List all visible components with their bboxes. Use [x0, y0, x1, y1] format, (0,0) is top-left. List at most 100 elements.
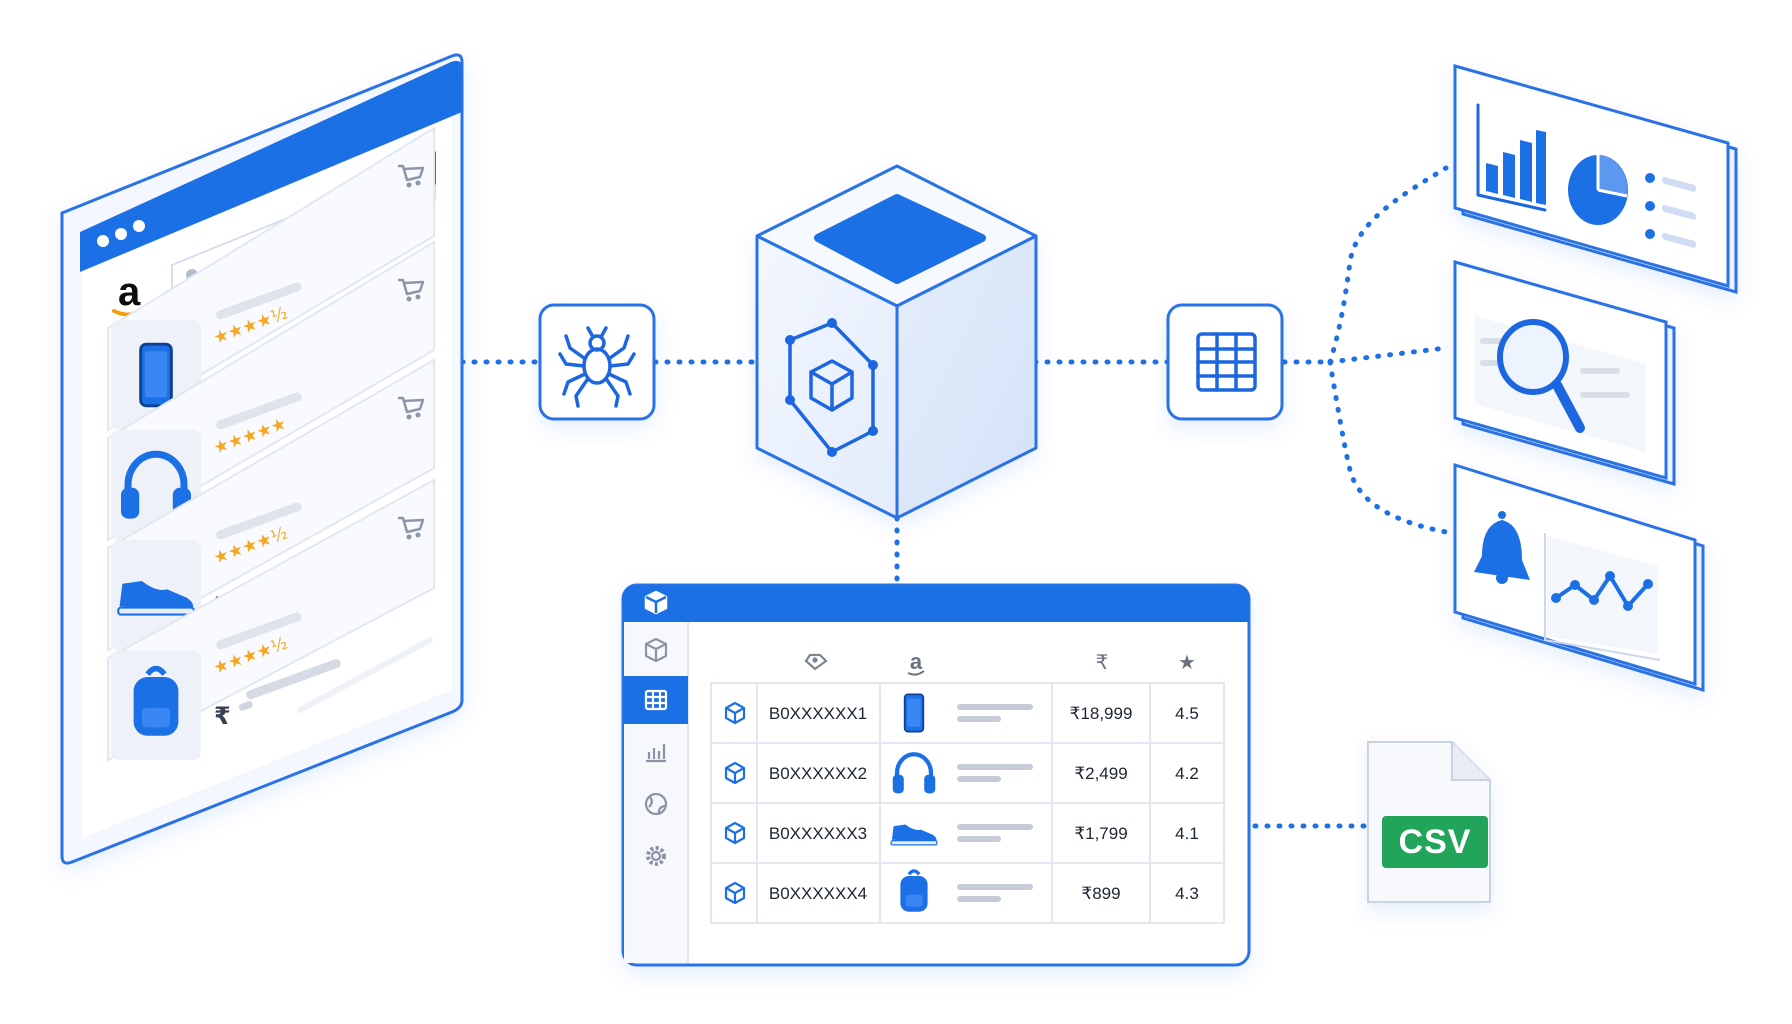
gear-teeth [646, 846, 666, 866]
table-grid-icon [1196, 332, 1257, 392]
bell-icon [1474, 511, 1530, 584]
table-icon [644, 689, 668, 711]
pie-chart-icon [1568, 155, 1628, 225]
analytics-card[interactable] [1453, 64, 1738, 294]
cart-icon[interactable] [398, 396, 425, 420]
sidebar-item[interactable] [624, 676, 688, 724]
globe-land [648, 796, 666, 815]
crawler-node[interactable] [538, 303, 656, 421]
app-cube-icon [644, 590, 668, 615]
bar-chart-icon [646, 744, 666, 763]
asin-cell: B0XXXXXX4 [769, 884, 867, 903]
headphones-left-cup [892, 774, 904, 794]
headphones-right-cup [924, 774, 936, 794]
product-name-line [957, 884, 1033, 890]
cart-icon[interactable] [398, 516, 425, 540]
cube-outline [724, 701, 746, 725]
cart-wheel [406, 414, 412, 420]
cart-body [398, 278, 425, 296]
sneaker-icon [119, 581, 194, 609]
amazon-a-icon: a [910, 649, 923, 674]
gear-icon [646, 846, 666, 866]
sneaker-icon [891, 824, 937, 842]
csv-file[interactable]: CSV [1367, 741, 1491, 903]
window-dot-1 [97, 235, 109, 247]
asin-cell: B0XXXXXX2 [769, 764, 867, 783]
product-sub-line [957, 836, 1001, 842]
structured-data-node[interactable] [1166, 303, 1284, 421]
list-icon [1645, 173, 1696, 248]
sneaker-sole [117, 606, 195, 616]
cube-outline [724, 761, 746, 785]
rating-cell: 4.3 [1175, 884, 1199, 903]
table-header-row: a₹★ [804, 649, 1196, 676]
cube-outline [724, 881, 746, 905]
cart-body [398, 516, 425, 534]
browser-title-bar [80, 60, 462, 272]
cart-wheel [406, 296, 412, 302]
cart-icon[interactable] [398, 164, 425, 188]
product-list: ★★★★½₹★★★★★₹★★★★½₹★★★★½₹ [107, 126, 435, 762]
price-cell: ₹899 [1081, 884, 1120, 903]
backpack-pocket [142, 707, 170, 728]
bar-chart-bars [1486, 130, 1546, 205]
headphones-left-cup [121, 487, 140, 519]
tag-hole [812, 657, 818, 663]
smartphone-screen [144, 351, 168, 398]
table-window-header [623, 585, 1249, 622]
rating-cell: 4.2 [1175, 764, 1199, 783]
row-cube-icon [724, 881, 746, 905]
price-cell: ₹18,999 [1070, 704, 1133, 723]
csv-label: CSV [1399, 823, 1472, 861]
price-cell: ₹1,799 [1074, 824, 1127, 843]
window-dot-2 [115, 228, 127, 240]
cart-wheel [415, 532, 421, 538]
bars [646, 744, 666, 763]
processing-cube[interactable] [755, 164, 1038, 520]
store-logo: a [118, 270, 141, 314]
sidebar-item[interactable] [644, 637, 668, 663]
product-sub-line [957, 716, 1001, 722]
price-currency: ₹ [214, 702, 231, 730]
backpack-pocket [905, 894, 923, 907]
table-sidebar [624, 622, 688, 963]
row-cube-icon [724, 701, 746, 725]
row-cube-icon [724, 821, 746, 845]
sidebar-item[interactable] [644, 792, 668, 816]
amazon-smile [907, 670, 925, 676]
search-card[interactable] [1453, 260, 1676, 486]
product-sub-line [957, 776, 1001, 782]
cart-wheel [406, 182, 412, 188]
tag-icon [804, 653, 828, 671]
globe-circle [644, 792, 668, 816]
smartphone-screen [907, 698, 921, 727]
cube-icon [644, 637, 668, 663]
product-sub-line [957, 896, 1001, 902]
product-name-line [957, 704, 1033, 710]
sidebar-item[interactable] [646, 744, 666, 763]
cart-icon[interactable] [398, 278, 425, 302]
asin-cell: B0XXXXXX3 [769, 824, 867, 843]
magnifier-icon [1497, 319, 1585, 433]
cart-wheel [415, 294, 421, 300]
connectors [459, 165, 1449, 829]
tag-shape [804, 653, 828, 671]
sidebar-item[interactable] [646, 846, 666, 866]
product-title-line [216, 392, 302, 430]
table-lines [646, 691, 666, 709]
cube-outline [724, 821, 746, 845]
cube-hexagon-icon [785, 318, 878, 457]
cart-wheel [415, 180, 421, 186]
rating-cell: 4.5 [1175, 704, 1199, 723]
product-title-line [216, 612, 302, 650]
product-card[interactable]: ★★★★½₹ [107, 478, 435, 762]
rupee-icon: ₹ [1096, 650, 1109, 674]
product-name-line [957, 764, 1033, 770]
alerts-card[interactable] [1453, 462, 1705, 693]
product-title-line [216, 282, 302, 320]
table-row[interactable]: B0XXXXXX4 ₹899 4.3 [711, 862, 1224, 912]
